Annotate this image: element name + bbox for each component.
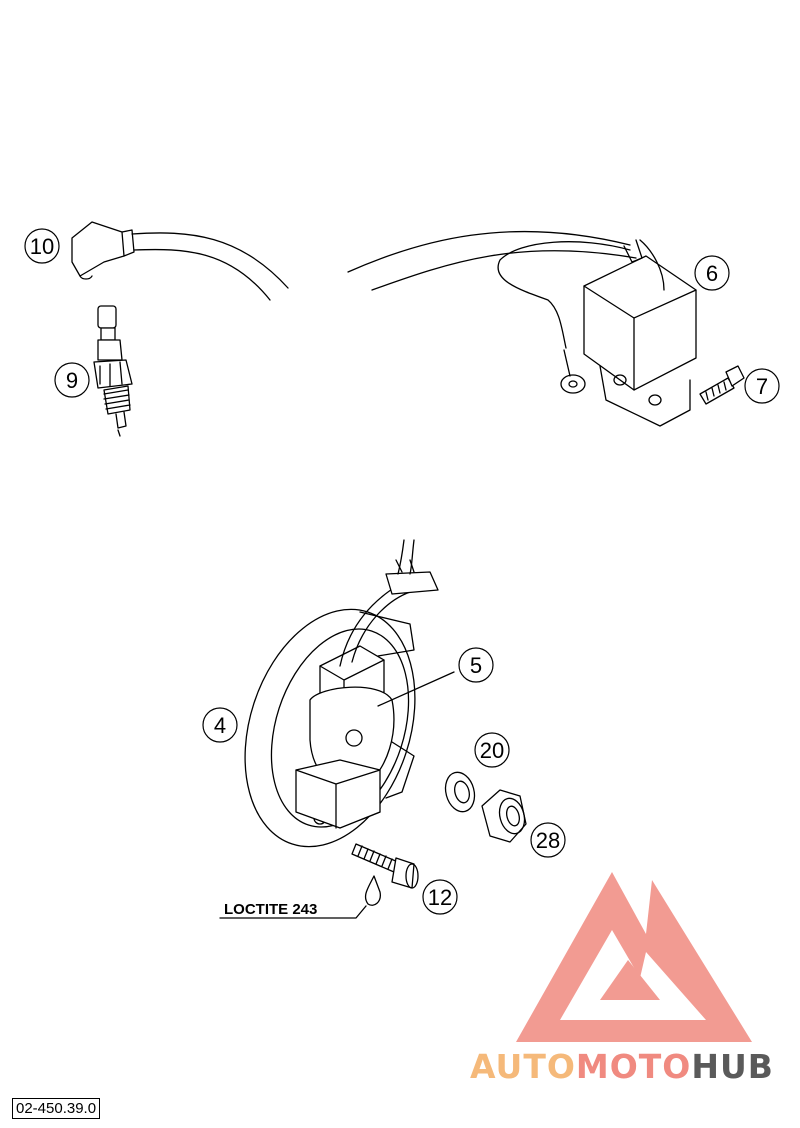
screw-icon xyxy=(351,843,419,889)
leader-loctite xyxy=(219,905,367,919)
ignition-coil-icon xyxy=(497,239,697,427)
callout-12: 12 xyxy=(422,879,458,915)
pulse-generator-icon xyxy=(295,539,439,829)
nut-icon xyxy=(481,789,527,843)
callout-28: 28 xyxy=(530,822,566,858)
spark-plug-cap-icon xyxy=(71,221,135,280)
callout-9: 9 xyxy=(54,362,90,398)
svg-text:28: 28 xyxy=(536,828,560,853)
spark-plug-icon xyxy=(93,305,133,437)
svg-text:AUTOMOTOHUB: AUTOMOTOHUB xyxy=(470,1047,774,1086)
coil-bolt-icon xyxy=(699,365,745,405)
callout-4: 4 xyxy=(202,707,238,743)
brand-logo-icon xyxy=(516,872,752,1042)
brand-watermark: AUTOMOTOHUB xyxy=(470,1047,774,1086)
svg-text:9: 9 xyxy=(66,368,78,393)
brand-part-auto: AUTO xyxy=(470,1047,576,1086)
loctite-drop-icon xyxy=(364,875,381,906)
callout-10: 10 xyxy=(24,228,60,264)
svg-text:6: 6 xyxy=(706,261,718,286)
washer-icon xyxy=(444,771,476,813)
callout-6: 6 xyxy=(694,255,730,291)
callout-5: 5 xyxy=(458,647,494,683)
svg-text:4: 4 xyxy=(214,713,226,738)
svg-text:20: 20 xyxy=(480,738,504,763)
svg-text:10: 10 xyxy=(30,234,54,259)
leader-5 xyxy=(377,671,455,707)
svg-text:5: 5 xyxy=(470,653,482,678)
svg-text:12: 12 xyxy=(428,885,452,910)
svg-text:7: 7 xyxy=(756,374,768,399)
brand-part-hub: HUB xyxy=(691,1047,774,1086)
callout-20: 20 xyxy=(474,732,510,768)
loctite-note: LOCTITE 243 xyxy=(224,901,317,918)
reference-number: 02-450.39.0 xyxy=(12,1098,101,1119)
ht-lead xyxy=(131,230,637,301)
callout-7: 7 xyxy=(744,368,780,404)
brand-part-moto: MOTO xyxy=(576,1047,691,1086)
